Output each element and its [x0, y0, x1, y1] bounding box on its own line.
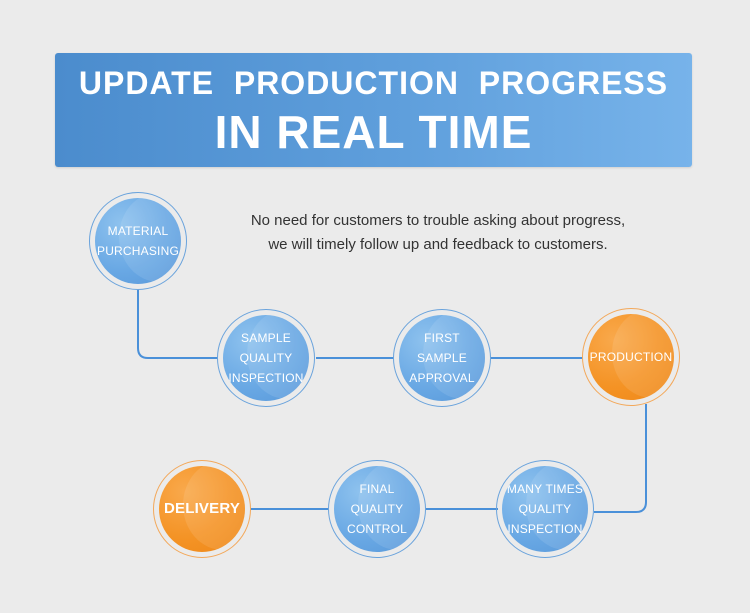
banner-title-line1: UPDATE PRODUCTION PROGRESS — [78, 65, 669, 101]
step-label: PRODUCTION — [589, 350, 673, 364]
connector-1-2 — [137, 290, 218, 359]
connector-4-5 — [594, 404, 647, 513]
banner-title-line2: IN REAL TIME — [214, 106, 533, 158]
step-material-purchasing: MATERIAL PURCHASING — [89, 192, 187, 290]
step-label: SAMPLE QUALITY INSPECTION — [228, 331, 304, 385]
description: No need for customers to trouble asking … — [228, 209, 648, 257]
description-line2: we will timely follow up and feedback to… — [268, 236, 608, 253]
step-label: FIRST SAMPLE APPROVAL — [409, 331, 475, 385]
step-final-quality-control: FINAL QUALITY CONTROL — [328, 460, 426, 558]
description-line1: No need for customers to trouble asking … — [250, 212, 626, 229]
step-many-times-quality-inspection: MANY TIMES QUALITY INSPECTION — [496, 460, 594, 558]
step-first-sample-approval: FIRST SAMPLE APPROVAL — [393, 309, 491, 407]
step-delivery: DELIVERY — [153, 460, 251, 558]
step-label: DELIVERY — [163, 500, 241, 517]
step-sample-quality-inspection: SAMPLE QUALITY INSPECTION — [217, 309, 315, 407]
title-banner: UPDATE PRODUCTION PROGRESS IN REAL TIME — [55, 53, 692, 167]
step-label: MANY TIMES QUALITY INSPECTION — [506, 482, 584, 536]
step-production: PRODUCTION — [582, 308, 680, 406]
step-label: FINAL QUALITY CONTROL — [346, 482, 408, 536]
step-label: MATERIAL PURCHASING — [96, 224, 179, 258]
